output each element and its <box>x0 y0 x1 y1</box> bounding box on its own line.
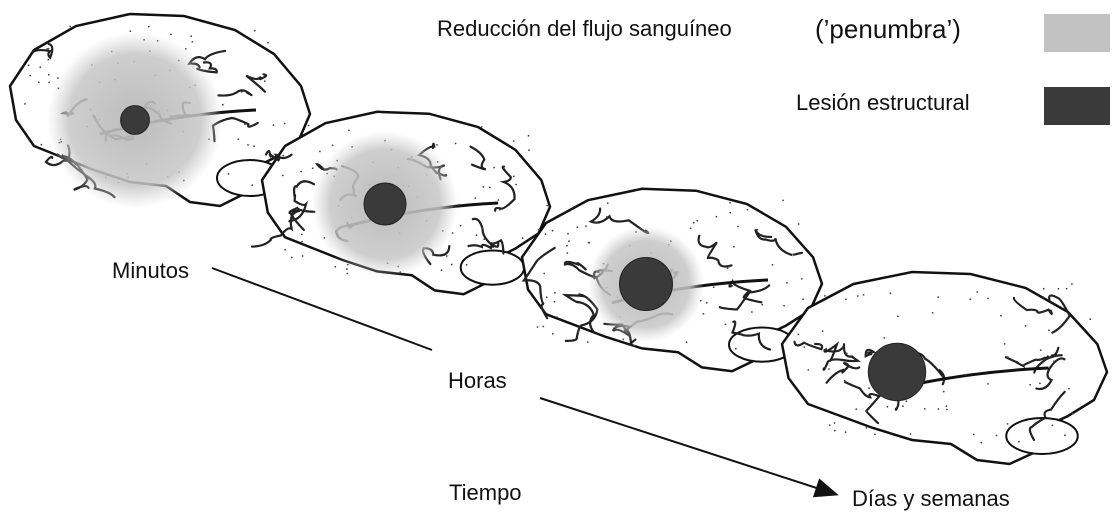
brain-stage-minutos <box>8 12 312 208</box>
cerebellum <box>1005 417 1079 455</box>
timeline-segment-1 <box>211 267 433 351</box>
legend-penumbra-term: (’penumbra’) <box>815 14 961 44</box>
legend-penumbra-swatch <box>1044 14 1110 52</box>
legend-lesion-swatch <box>1044 87 1110 125</box>
lesion-core <box>120 105 150 135</box>
brain-stage-horas-tardias <box>520 187 824 373</box>
timeline-arrow <box>211 267 839 498</box>
lesion-core <box>619 257 673 311</box>
lesion-core <box>363 182 407 226</box>
cerebellum <box>459 249 526 286</box>
timeline-label-hours: Horas <box>448 368 507 393</box>
timeline-segment-2 <box>539 397 839 498</box>
brain-outline <box>780 270 1109 466</box>
timeline-label-minutes: Minutos <box>112 258 190 283</box>
timeline-label-days-weeks: Días y semanas <box>852 486 1010 511</box>
legend-penumbra-label: Reducción del flujo sanguíneo <box>437 16 732 41</box>
lesion-core <box>867 342 927 402</box>
brain-stage-dias-semanas <box>780 270 1109 466</box>
timeline-label-time: Tiempo <box>449 480 522 505</box>
brain-stage-horas <box>250 110 552 296</box>
legend-lesion-label: Lesión estructural <box>796 90 970 115</box>
